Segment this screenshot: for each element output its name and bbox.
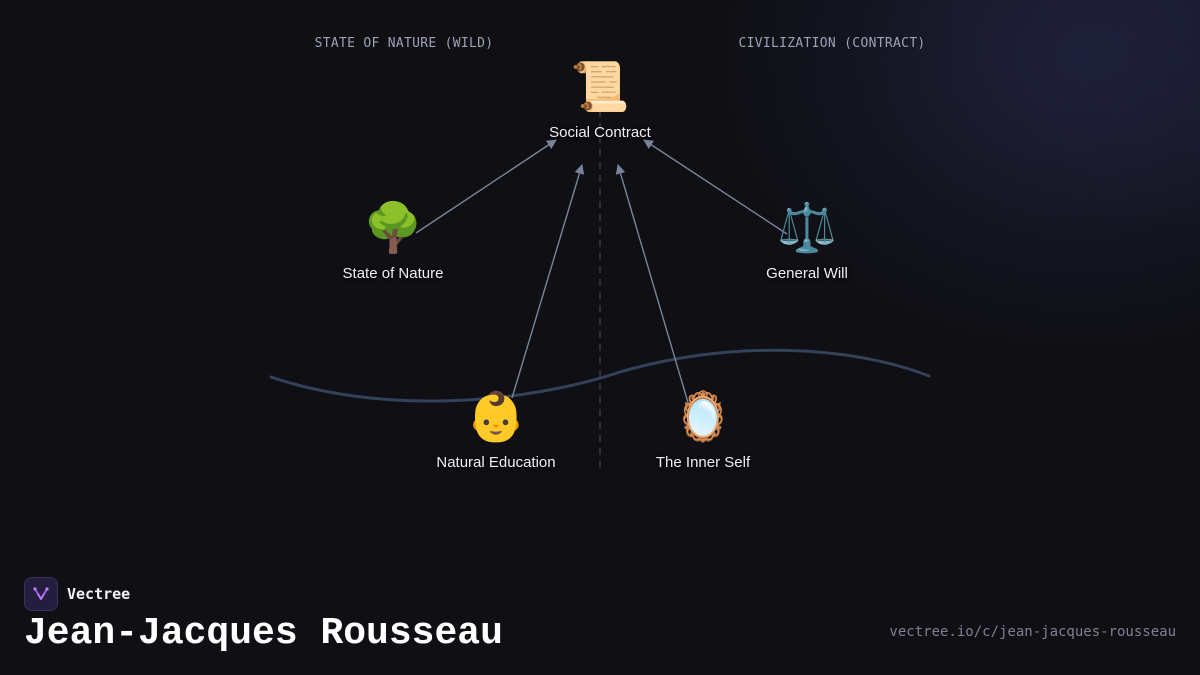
node-natural-education[interactable]: 👶 Natural Education — [436, 390, 555, 471]
logo-mark — [33, 587, 49, 600]
node-label-state-of-nature: State of Nature — [342, 265, 444, 282]
edge-natural-education-to-social-contract — [511, 164, 585, 399]
page-url-link[interactable]: vectree.io/c/jean-jacques-rousseau — [889, 624, 1176, 640]
node-label-general-will: General Will — [766, 265, 848, 282]
wave-curve — [269, 348, 931, 403]
scroll-icon: 📜 — [570, 61, 630, 114]
vectree-logo-icon — [24, 577, 58, 611]
edge-inner-self-to-social-contract — [615, 164, 690, 407]
scales-icon: ⚖️ — [777, 202, 837, 255]
tree-icon: 🌳 — [363, 202, 423, 255]
mirror-icon: 🪞 — [673, 391, 733, 444]
node-label-natural-education: Natural Education — [436, 454, 556, 471]
node-label-inner-self: The Inner Self — [655, 454, 751, 471]
node-state-of-nature[interactable]: 🌳 State of Nature — [343, 201, 444, 282]
node-label-social-contract: Social Contract — [549, 124, 651, 141]
edge-state-of-nature-to-social-contract — [415, 139, 557, 234]
node-inner-self[interactable]: 🪞 The Inner Self — [656, 390, 750, 471]
page-title: Jean-Jacques Rousseau — [24, 612, 503, 655]
node-social-contract[interactable]: 📜 Social Contract — [549, 60, 651, 141]
edge-general-will-to-social-contract — [643, 139, 788, 235]
region-label-state-of-nature: STATE OF NATURE (WILD) — [314, 36, 494, 51]
brand[interactable]: Vectree — [24, 577, 130, 611]
baby-icon: 👶 — [466, 391, 526, 444]
brand-name: Vectree — [67, 585, 131, 603]
node-general-will[interactable]: ⚖️ General Will — [766, 201, 848, 282]
region-label-civilization: CIVILIZATION (CONTRACT) — [738, 36, 926, 51]
